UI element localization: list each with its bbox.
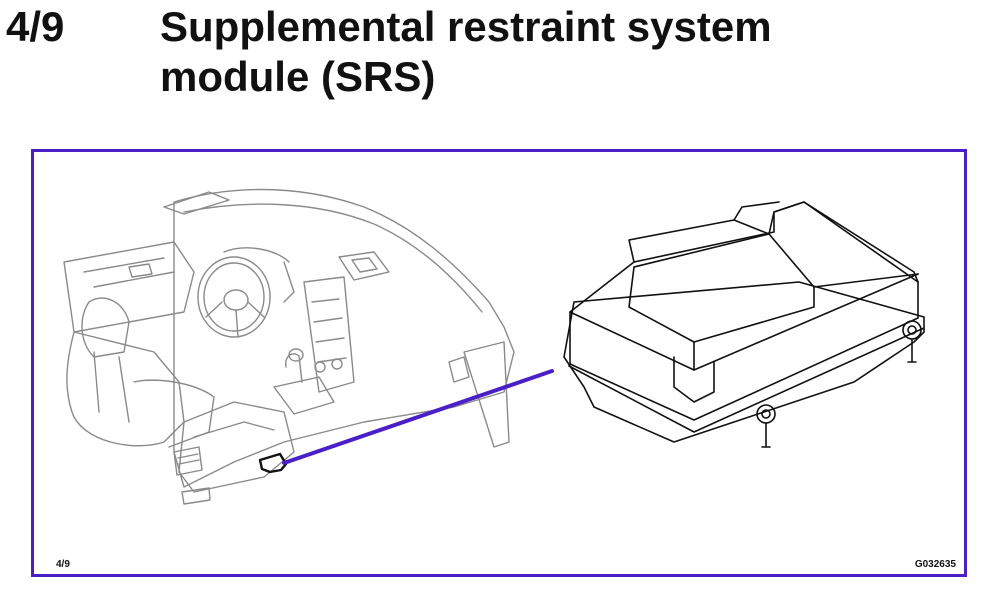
srs-location-marker-icon bbox=[258, 452, 288, 474]
figure-ref-right: G032635 bbox=[914, 559, 956, 570]
srs-module-illustration-icon bbox=[563, 201, 925, 448]
figure-ref-left: 4/9 bbox=[56, 559, 70, 570]
car-interior-illustration-icon bbox=[63, 188, 515, 505]
page-number: 4/9 bbox=[6, 3, 65, 50]
figure-frame: 4/9 G032635 bbox=[31, 149, 967, 577]
page-title-line-2: module (SRS) bbox=[160, 53, 436, 100]
page-title-line-1: Supplemental restraint system bbox=[160, 3, 772, 50]
page-title: Supplemental restraint system module (SR… bbox=[160, 2, 960, 102]
pointer-line bbox=[282, 369, 554, 465]
figure-illustration bbox=[63, 188, 925, 505]
